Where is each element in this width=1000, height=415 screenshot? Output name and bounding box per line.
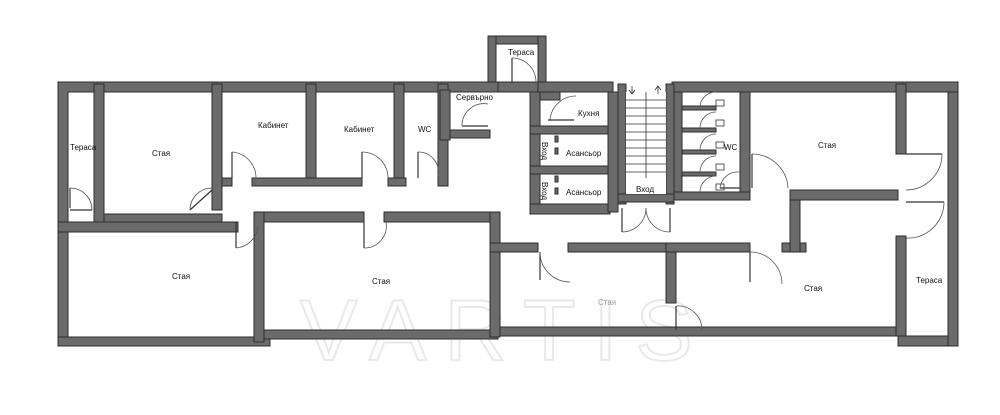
label-elevator-2: Асансьор bbox=[566, 188, 602, 197]
label-entrance-main: Вход bbox=[636, 185, 654, 194]
interior-walls bbox=[57, 81, 907, 343]
label-office-1: Кабинет bbox=[258, 121, 289, 130]
doors bbox=[69, 57, 945, 331]
label-utility: Сервърно bbox=[456, 93, 494, 102]
outer-walls bbox=[57, 35, 959, 347]
label-room-bottom-2: Стая bbox=[372, 277, 390, 286]
label-room-bottom-left: Стая bbox=[172, 272, 190, 281]
label-room-top-right: Стая bbox=[818, 141, 836, 150]
label-terrace-left: Тераса bbox=[70, 143, 97, 152]
label-room-top-left: Стая bbox=[152, 149, 170, 158]
label-wc-top: WC bbox=[418, 125, 432, 134]
label-terrace-right: Тераса bbox=[916, 276, 943, 285]
label-kitchen: Кухня bbox=[578, 109, 599, 118]
label-entrance-2: Вход bbox=[540, 182, 549, 200]
label-terrace-top: Тераса bbox=[508, 48, 535, 57]
label-room-bottom-3: Стая bbox=[598, 298, 616, 307]
label-wc-right: WC bbox=[724, 143, 738, 152]
elevator-markers bbox=[554, 135, 559, 195]
label-elevator-1: Асансьор bbox=[566, 149, 602, 158]
room-labels: Тераса Стая Кабинет Кабинет WC Сервърно … bbox=[70, 48, 943, 307]
wc-fixtures bbox=[681, 91, 725, 193]
label-room-bottom-right: Стая bbox=[804, 284, 822, 293]
stairs bbox=[626, 85, 666, 194]
label-entrance-1: Вход bbox=[540, 142, 549, 160]
label-office-2: Кабинет bbox=[344, 125, 375, 134]
